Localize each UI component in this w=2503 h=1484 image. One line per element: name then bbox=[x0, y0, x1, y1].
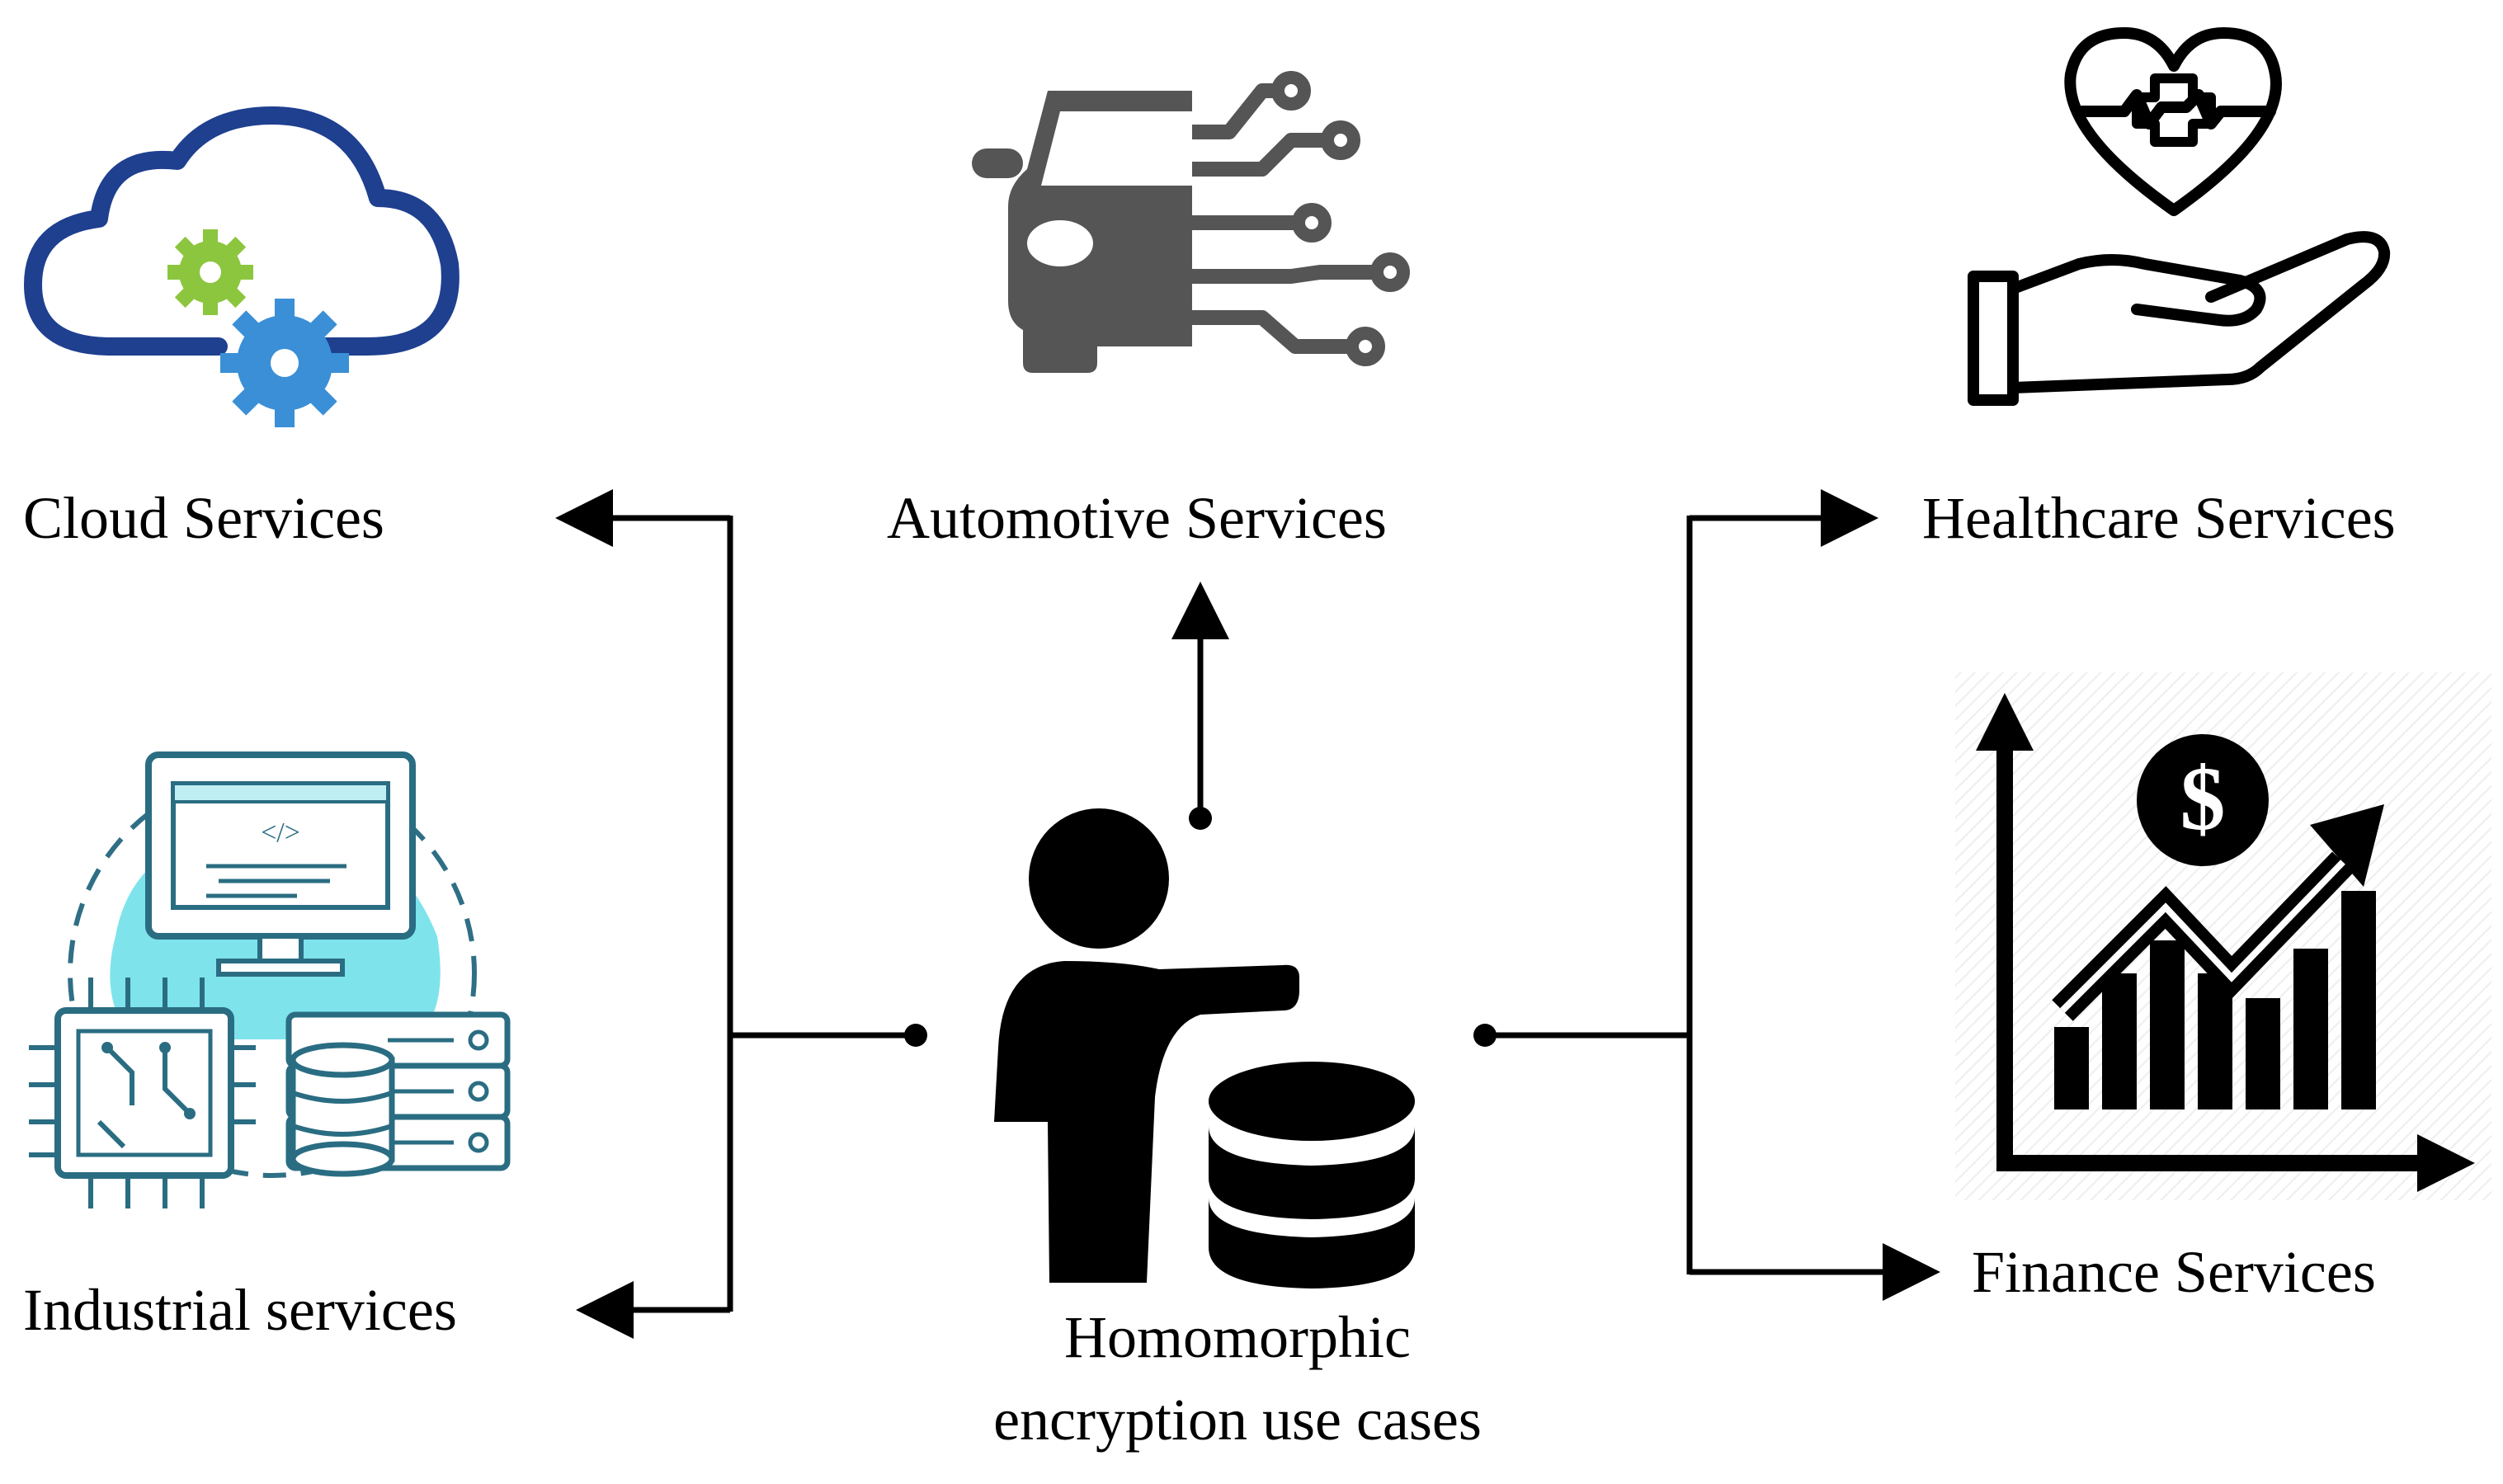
industrial-services-label: Industrial services bbox=[23, 1277, 457, 1343]
svg-text:$: $ bbox=[2180, 748, 2226, 849]
right-hub-dot bbox=[1473, 1024, 1497, 1047]
left-hub-dot bbox=[904, 1024, 927, 1047]
finance-services-label: Finance Services bbox=[1972, 1239, 2376, 1305]
cloud-gears-icon bbox=[24, 106, 460, 427]
automotive-services-label: Automotive Services bbox=[887, 485, 1387, 551]
hand-heart-icon bbox=[1968, 27, 2391, 406]
person-with-database-icon bbox=[994, 808, 1415, 1288]
rising-chart-dollar-icon: $ bbox=[1955, 672, 2491, 1200]
center-title-line1: Homomorphic bbox=[1064, 1304, 1411, 1370]
connected-car-icon bbox=[972, 71, 1410, 373]
svg-text:</>: </> bbox=[261, 817, 300, 848]
computer-chip-server-icon: </> bbox=[29, 751, 511, 1208]
cloud-services-label: Cloud Services bbox=[23, 485, 384, 551]
top-hub-dot bbox=[1189, 807, 1212, 830]
healthcare-services-label: Healthcare Services bbox=[1922, 485, 2396, 551]
center-title-line2: encryption use cases bbox=[993, 1387, 1482, 1453]
connectors bbox=[555, 489, 1940, 1339]
